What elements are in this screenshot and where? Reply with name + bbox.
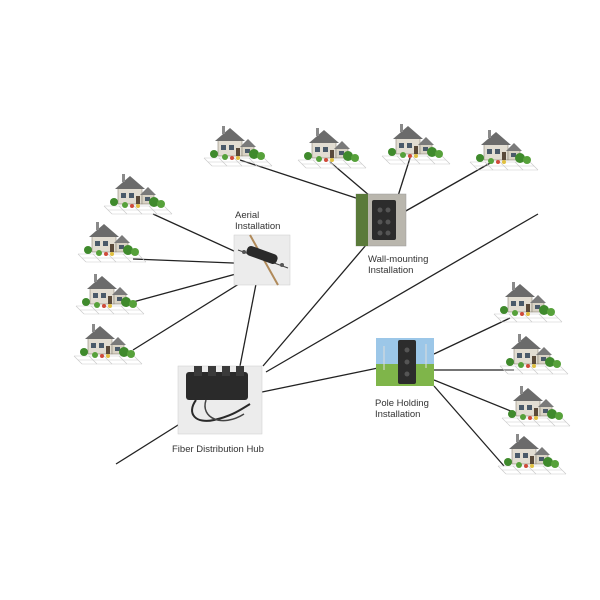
house-icon xyxy=(73,323,143,365)
house-icon xyxy=(75,273,145,315)
house-icon xyxy=(497,433,567,475)
fiber-distribution-hub-icon xyxy=(177,365,263,435)
house-icon xyxy=(469,129,539,171)
fiber-lines xyxy=(115,157,539,467)
house-icon xyxy=(103,173,173,215)
house-icon xyxy=(297,127,367,169)
house-icon xyxy=(77,221,147,263)
house-icon xyxy=(381,123,451,165)
pole-label-line1: Pole Holding xyxy=(375,398,429,409)
wall-label-line2: Installation xyxy=(368,265,413,276)
aerial-label-line1: Aerial xyxy=(235,210,259,221)
house-icon xyxy=(499,333,569,375)
house-icon xyxy=(203,125,273,167)
aerial-label-line2: Installation xyxy=(235,221,280,232)
house-icon xyxy=(501,385,571,427)
wall-mount-terminal-icon xyxy=(355,193,407,247)
hub-label: Fiber Distribution Hub xyxy=(172,444,264,455)
aerial-splice-closure-icon xyxy=(233,234,291,286)
wall-label-line1: Wall-mounting xyxy=(368,254,428,265)
pole-label-line2: Installation xyxy=(375,409,420,420)
pole-mount-terminal-icon xyxy=(376,338,434,386)
house-icon xyxy=(493,281,563,323)
